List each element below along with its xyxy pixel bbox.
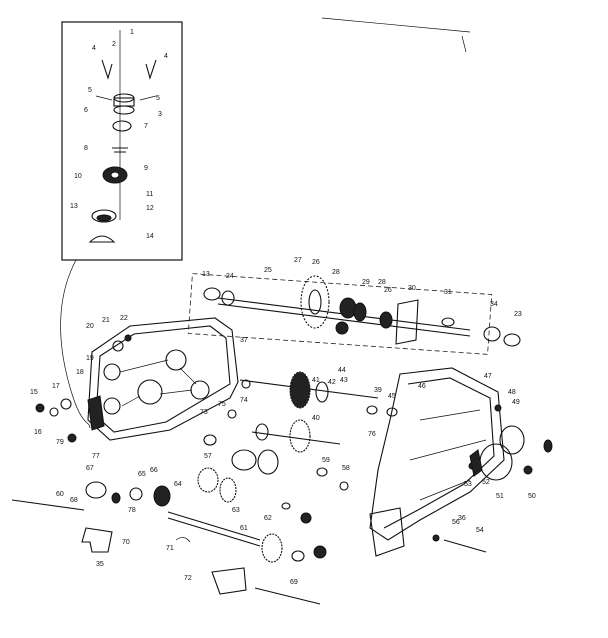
callout: 23: [514, 311, 522, 318]
callout: 69: [290, 579, 298, 586]
callout: 54: [476, 527, 484, 534]
callout: 3: [158, 111, 162, 118]
callout: 27: [294, 257, 302, 264]
callout: 48: [508, 389, 516, 396]
callout: 7: [144, 123, 148, 130]
callout: 44: [338, 367, 346, 374]
callout: 66: [150, 467, 158, 474]
callout: 62: [264, 515, 272, 522]
callout: 4: [92, 45, 96, 52]
callout: 34: [490, 301, 498, 308]
callout: 65: [138, 471, 146, 478]
callout: 77: [92, 453, 100, 460]
callout: 11: [146, 191, 153, 198]
callout: 16: [34, 429, 42, 436]
callout: 20: [86, 323, 94, 330]
callout: 73: [200, 409, 208, 416]
upper-shaft-assembly: [187, 273, 521, 355]
callout: 5: [156, 95, 160, 102]
right-housing: [369, 367, 505, 557]
callout: 13: [202, 271, 210, 278]
callout: 1: [130, 29, 134, 36]
callout: 63: [232, 507, 240, 514]
callout: 49: [512, 399, 520, 406]
callout: 21: [102, 317, 110, 324]
callout: 29: [362, 279, 370, 286]
callout: 43: [340, 377, 348, 384]
callout: 15: [30, 389, 38, 396]
callout: 79: [56, 439, 64, 446]
callout: 75: [218, 401, 226, 408]
callout-labels: 1 2 3 4 4 5 5 6 7 8 9 10 11 12 13 14 13 …: [30, 29, 536, 586]
callout: 10: [74, 173, 82, 180]
callout: 14: [146, 233, 154, 240]
callout: 19: [86, 355, 94, 362]
callout: 22: [120, 315, 128, 322]
callout: 64: [174, 481, 182, 488]
callout: 78: [128, 507, 136, 514]
callout: 40: [312, 415, 320, 422]
callout: 70: [122, 539, 130, 546]
inset-detail-box: [61, 21, 183, 261]
callout: 45: [388, 393, 396, 400]
right-side-gears: [469, 404, 553, 481]
callout: 24: [226, 273, 234, 280]
callout: 59: [322, 457, 330, 464]
inset-connector: [60, 259, 91, 429]
callout: 51: [496, 493, 504, 500]
callout: 17: [52, 383, 60, 390]
callout: 31: [444, 289, 452, 296]
callout: 13: [70, 203, 78, 210]
callout: 12: [146, 205, 154, 212]
callout: 42: [328, 379, 336, 386]
callout: 28: [332, 269, 340, 276]
callout: 18: [76, 369, 84, 376]
callout: 76: [368, 431, 376, 438]
callout: 53: [464, 481, 472, 488]
callout: 26: [384, 287, 392, 294]
left-housing: [87, 317, 239, 441]
callout: 71: [166, 545, 174, 552]
callout: 52: [482, 479, 490, 486]
callout: 41: [312, 377, 320, 384]
callout: 37: [240, 337, 248, 344]
callout: 56: [452, 519, 460, 526]
callout: 46: [418, 383, 426, 390]
callout: 6: [84, 107, 88, 114]
callout: 47: [484, 373, 492, 380]
callout: 9: [144, 165, 148, 172]
callout: 39: [374, 387, 382, 394]
left-side-washers: [35, 334, 132, 443]
callout: 2: [112, 41, 116, 48]
callout: 30: [408, 285, 416, 292]
callout: 50: [528, 493, 536, 500]
callout: 25: [264, 267, 272, 274]
callout: 35: [96, 561, 104, 568]
callout: 68: [70, 497, 78, 504]
callout: 58: [342, 465, 350, 472]
callout: 36: [458, 515, 466, 522]
callout: 72: [184, 575, 192, 582]
callout: 57: [204, 453, 212, 460]
scan-stroke: [321, 17, 471, 53]
callout: 28: [378, 279, 386, 286]
lower-gear-cluster: [11, 467, 487, 605]
callout: 5: [88, 87, 92, 94]
callout: 4: [164, 53, 168, 60]
callout: 67: [86, 465, 94, 472]
callout: 60: [56, 491, 64, 498]
middle-shaft-assembly: [203, 371, 398, 491]
callout: 74: [240, 397, 248, 404]
callout: 61: [240, 525, 248, 532]
callout: 8: [84, 145, 88, 152]
callout: 26: [312, 259, 320, 266]
